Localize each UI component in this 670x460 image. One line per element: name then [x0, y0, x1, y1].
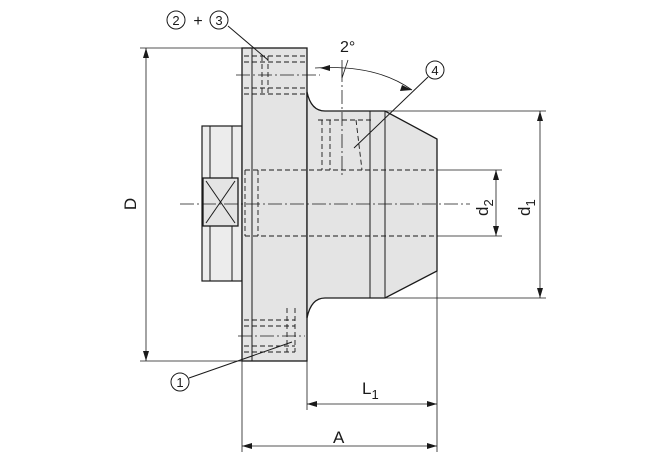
callout-plus-text: + — [193, 13, 202, 30]
dimension-D: D — [121, 47, 242, 362]
angle-label: 2° — [340, 39, 355, 56]
dimension-d1: d1 — [385, 110, 546, 299]
callout-2-text: 2 — [172, 13, 179, 28]
callout-4-text: 4 — [431, 63, 438, 78]
dimension-angle: 2° — [314, 39, 413, 91]
part-body — [201, 47, 438, 362]
callout-3-text: 3 — [215, 13, 222, 28]
A-label: A — [333, 428, 345, 447]
callout-1: 1 — [170, 341, 293, 392]
center-lines — [180, 68, 470, 337]
d1-label: d1 — [515, 199, 538, 216]
callout-1-text: 1 — [176, 375, 183, 390]
dimension-d2: d2 — [437, 169, 502, 237]
dimension-L1: L1 — [306, 271, 438, 452]
callout-4: 4 — [353, 60, 445, 149]
cone-body — [306, 91, 438, 319]
L1-label: L1 — [362, 379, 379, 402]
flange — [241, 47, 308, 362]
d2-label: d2 — [473, 199, 496, 216]
callout-2-3: 2 + 3 — [166, 10, 269, 61]
D-label: D — [121, 198, 140, 210]
dimension-A: A — [241, 361, 437, 452]
